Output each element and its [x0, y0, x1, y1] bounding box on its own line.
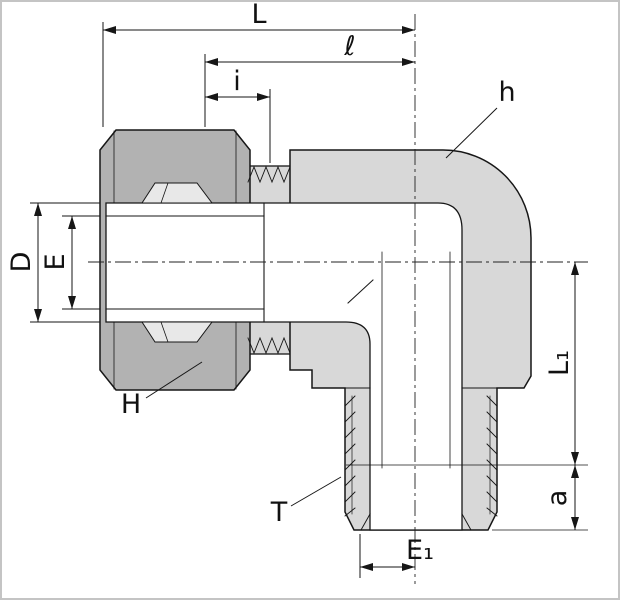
- dimension-labels: L ℓ i h D E H T E₁ L₁ a: [6, 0, 575, 566]
- dimension-lines: [30, 22, 588, 578]
- arrow-i-left: [205, 93, 218, 101]
- dim-label-H: H: [121, 389, 141, 420]
- dim-label-L1: L₁: [544, 350, 575, 376]
- arrow-L-left: [103, 26, 116, 34]
- dim-label-ell: ℓ: [343, 31, 355, 62]
- dimension-arrows: [34, 26, 579, 571]
- dim-label-D: D: [6, 252, 37, 273]
- leader-line-h: [445, 107, 498, 159]
- arrow-L1-top: [571, 262, 579, 275]
- leader-line-H: [145, 361, 203, 399]
- dim-label-i: i: [233, 66, 241, 97]
- arrow-E1-left: [360, 563, 373, 571]
- dim-label-a: a: [542, 490, 573, 507]
- ferrule-split-top: [160, 182, 169, 204]
- arrow-E1-right: [402, 563, 415, 571]
- arrow-L1-bottom: [571, 452, 579, 465]
- arrow-D-bottom: [34, 309, 42, 322]
- ferrule-bottom: [141, 321, 213, 343]
- bore-passage: [105, 202, 463, 531]
- arrow-a-bottom: [571, 517, 579, 530]
- dim-label-h: h: [498, 77, 515, 108]
- arrow-E-top: [68, 216, 76, 229]
- leader-line-T: [290, 476, 342, 507]
- dim-label-L: L: [251, 0, 266, 30]
- arrow-ell-left: [205, 58, 218, 66]
- nut-thread-bottom: [247, 336, 291, 355]
- arrow-E-bottom: [68, 296, 76, 309]
- inner-corner-edge: [347, 279, 374, 304]
- dim-label-E1: E₁: [406, 535, 434, 566]
- ferrule-split-bottom: [160, 321, 169, 343]
- arrow-D-top: [34, 203, 42, 216]
- nut-thread-top: [247, 165, 291, 184]
- dim-label-E: E: [40, 253, 71, 270]
- arrow-i-right: [257, 93, 270, 101]
- ferrule-top: [141, 182, 213, 204]
- arrow-ell-right: [402, 58, 415, 66]
- bore-exit-chamfer-left: [360, 513, 371, 531]
- bore-exit-chamfer-right: [461, 513, 472, 531]
- dim-label-T: T: [270, 497, 288, 528]
- arrow-a-top: [571, 465, 579, 478]
- arrow-L-right: [402, 26, 415, 34]
